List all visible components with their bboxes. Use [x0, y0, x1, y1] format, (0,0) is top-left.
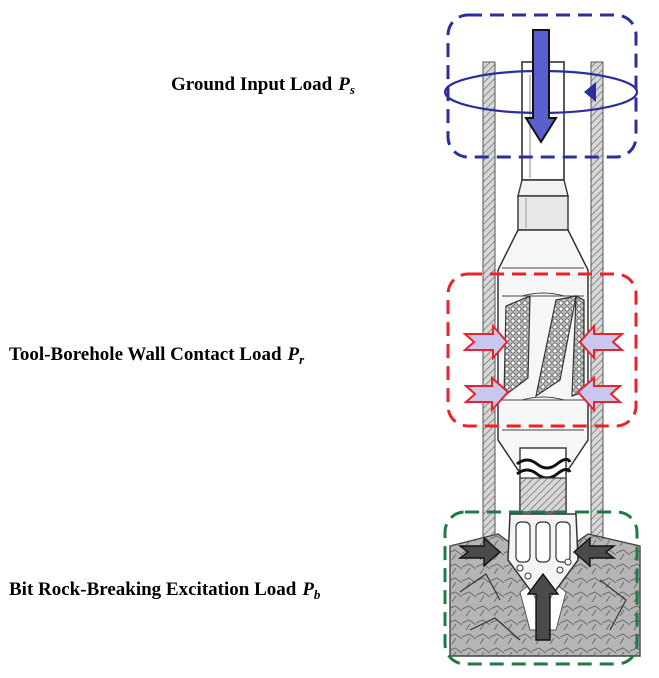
contact-load-box — [446, 272, 638, 428]
bit-arrow-up — [526, 572, 560, 641]
stabilizer-blade-center — [535, 295, 577, 398]
contact-arrow-left-lower — [463, 375, 510, 413]
bit-load-box — [443, 510, 639, 666]
drill-bit — [507, 513, 579, 591]
borehole-wall-left — [482, 61, 496, 547]
break-mark — [516, 457, 572, 470]
torque-arrow-head — [584, 82, 596, 102]
bit-arrow-right — [572, 536, 617, 568]
contact-load-text: Tool-Borehole Wall Contact Load — [9, 344, 282, 365]
contact-load-symbol: P — [287, 344, 300, 365]
ground-input-load-box — [446, 13, 638, 159]
ground-input-load-subscript: s — [349, 82, 355, 97]
bit-load-text: Bit Rock-Breaking Excitation Load — [9, 579, 297, 600]
borehole-wall-right — [590, 61, 604, 547]
bit-arrow-left — [457, 536, 502, 568]
ground-load-down-arrow — [524, 29, 558, 144]
stabilizer-blade-left — [503, 295, 531, 398]
contact-arrow-right-lower — [576, 375, 623, 413]
bit-load-subscript: b — [313, 587, 321, 602]
bit-load-symbol: P — [302, 579, 314, 600]
contact-load-subscript: r — [299, 352, 305, 367]
drill-collar — [516, 447, 572, 513]
contact-arrow-right-upper — [578, 323, 625, 361]
ground-input-load-symbol: P — [338, 74, 350, 95]
ground-input-load-text: Ground Input Load — [171, 74, 333, 95]
contact-arrow-left-upper — [462, 323, 509, 361]
